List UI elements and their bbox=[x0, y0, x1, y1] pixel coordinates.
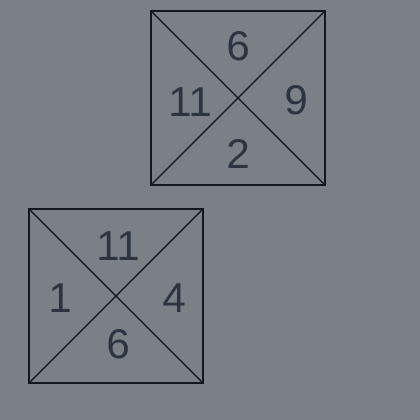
tile-right-number: 4 bbox=[162, 274, 186, 321]
tile-right-number: 9 bbox=[284, 76, 308, 123]
tile-top-number: 11 bbox=[96, 222, 140, 269]
triangle-tile-2[interactable]: 11 1 4 6 bbox=[28, 208, 204, 384]
tile-diagonals bbox=[152, 12, 324, 184]
tile-top-number: 6 bbox=[226, 22, 250, 69]
tile-left-number: 11 bbox=[168, 78, 212, 125]
tile-bottom-number: 6 bbox=[106, 320, 130, 367]
tile-diagonals bbox=[30, 210, 202, 382]
triangle-tile-1[interactable]: 6 11 9 2 bbox=[150, 10, 326, 186]
tile-left-number: 1 bbox=[48, 274, 72, 321]
tile-bottom-number: 2 bbox=[226, 130, 250, 177]
